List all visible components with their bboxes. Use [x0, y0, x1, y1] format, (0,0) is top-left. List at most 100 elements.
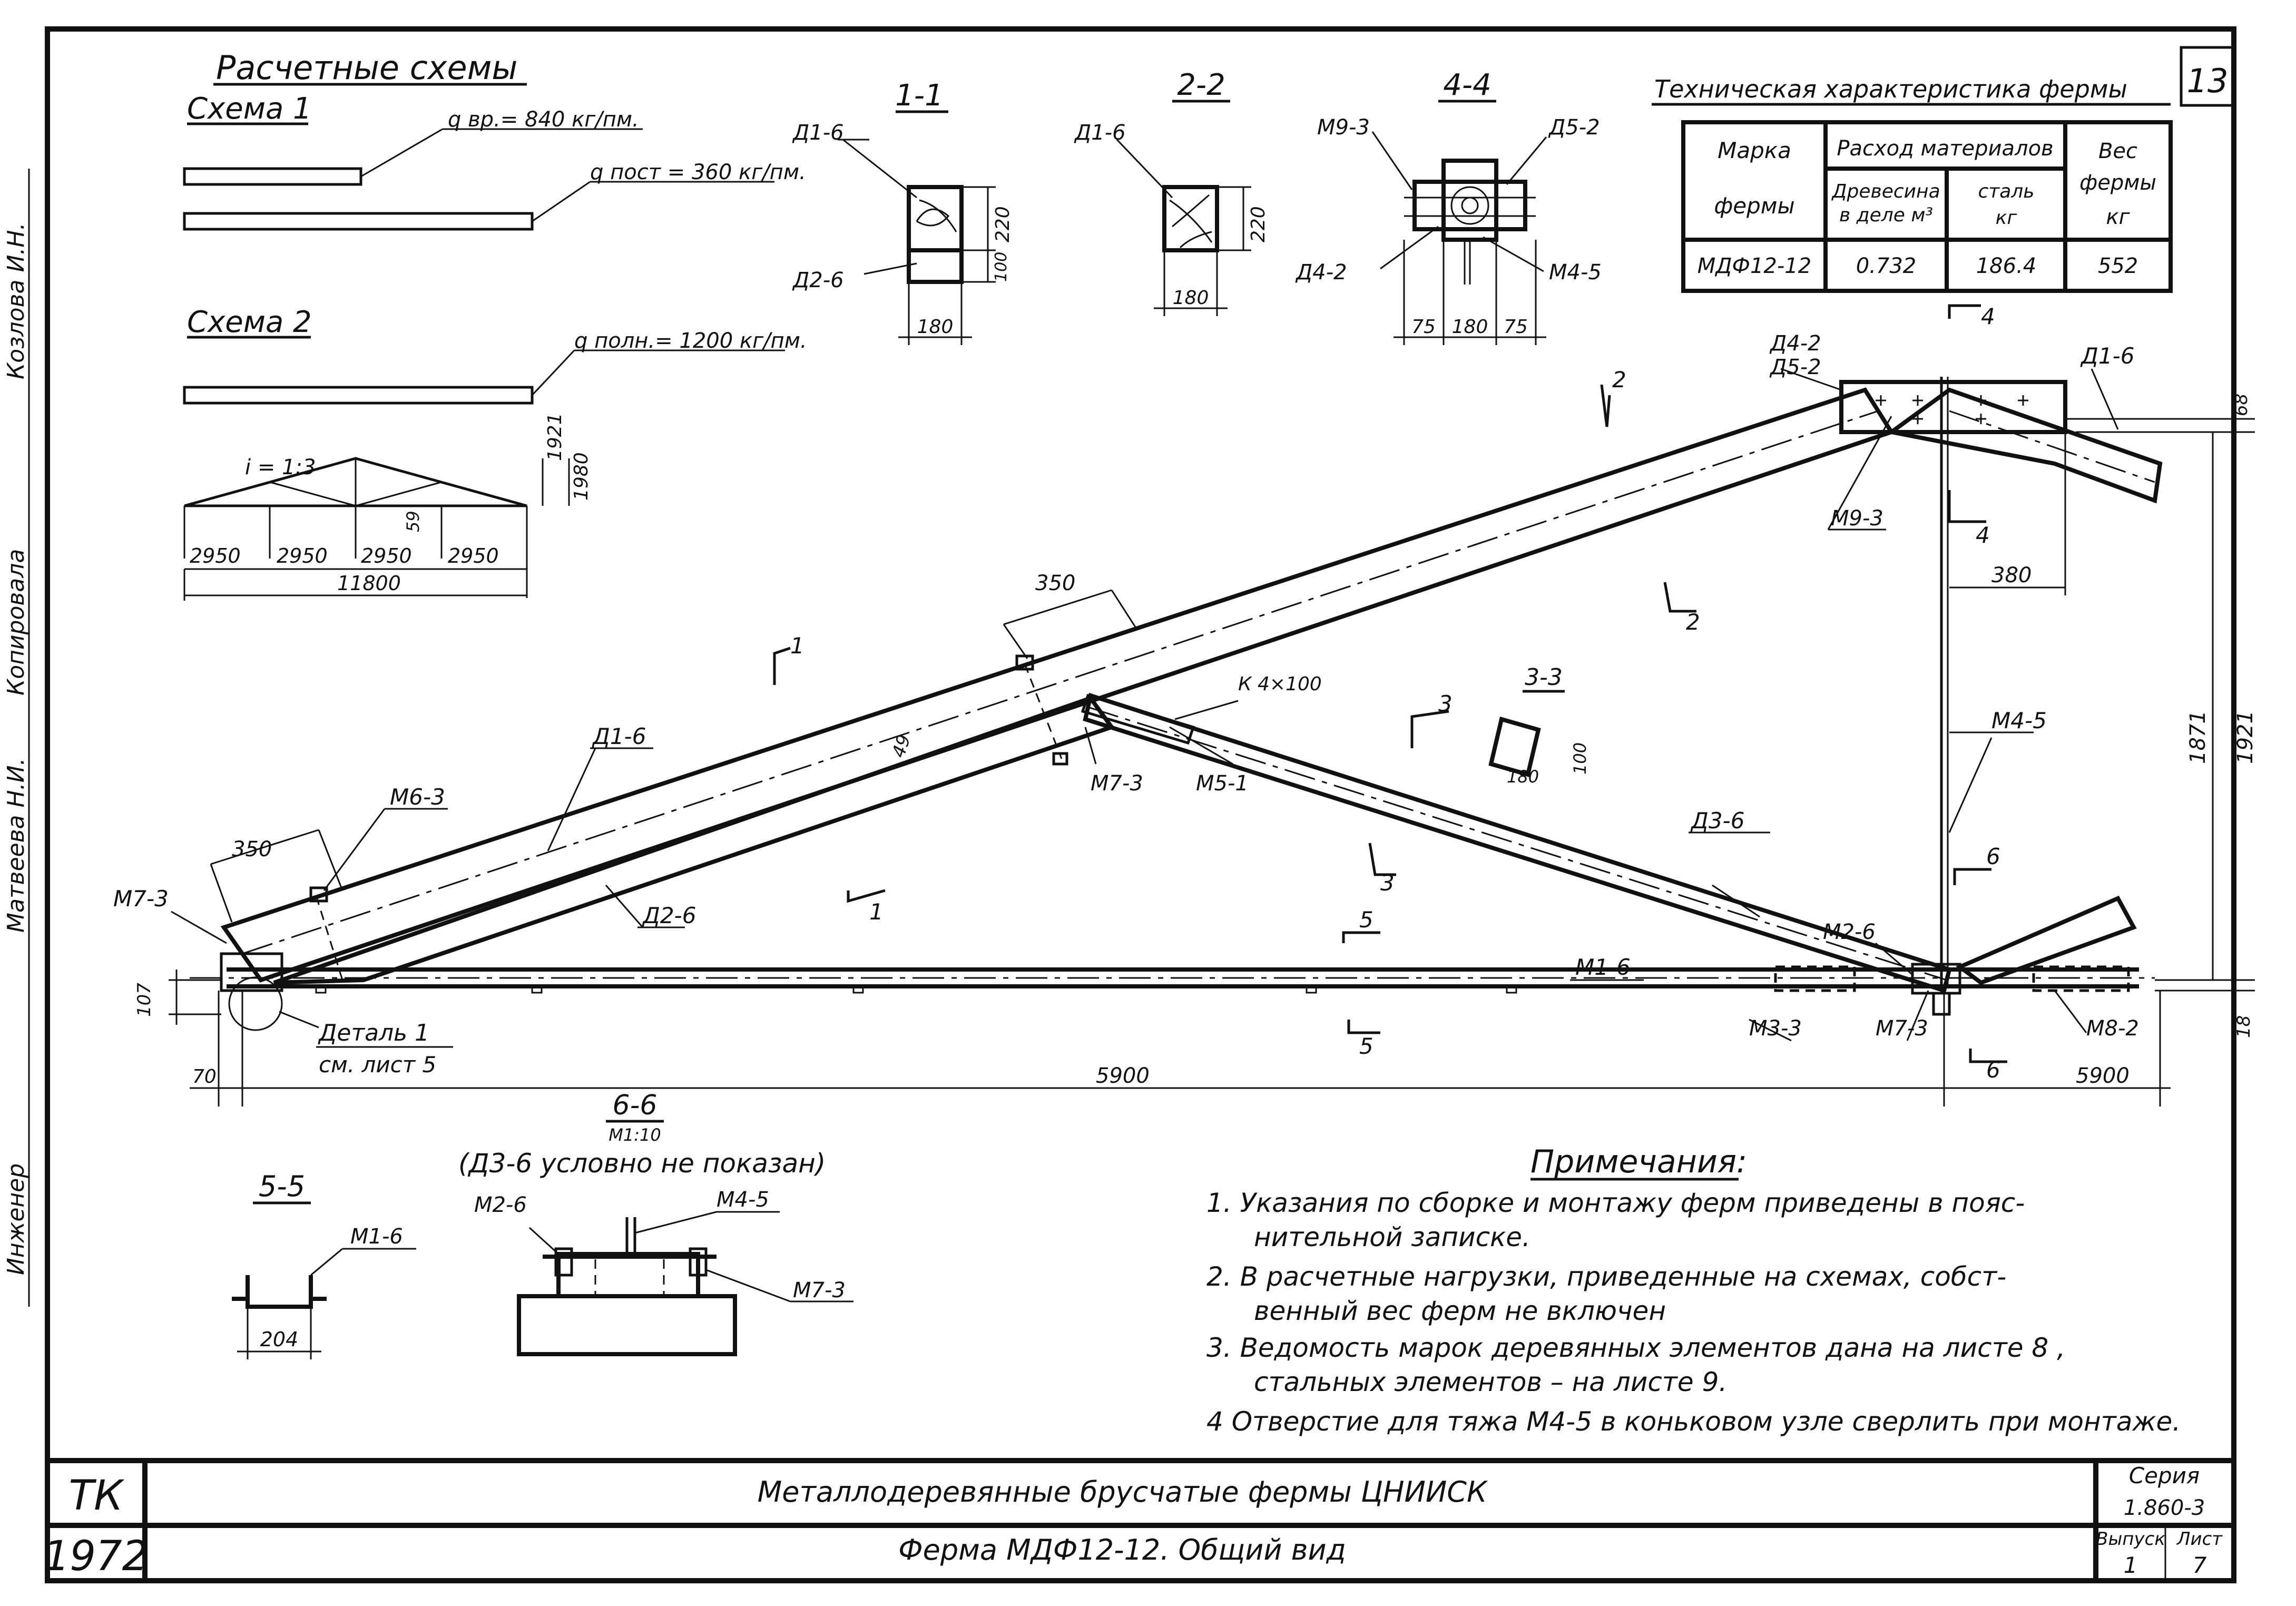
ridge-block [1839, 380, 2067, 434]
note-3a: 3. Ведомость марок деревянных элементов … [1206, 1333, 2065, 1363]
note-2b: венный вес ферм не включен [1254, 1296, 1666, 1326]
dim-1921: 1921 [2233, 710, 2258, 764]
detail-1-circle [228, 976, 283, 1031]
cut-3a: 3 [1438, 691, 1453, 717]
label-d3: Д3-6 [1690, 808, 1744, 834]
tech-row-mark: МДФ12-12 [1698, 254, 1811, 278]
s22-top-label: Д1-6 [1074, 121, 1126, 145]
tech-col-mark-2: фермы [1714, 193, 1794, 219]
detail-ref: см. лист 5 [319, 1052, 436, 1078]
notes-heading: Примечания: [1530, 1143, 1747, 1180]
note-4: 4 Отверстие для тяжа М4-5 в коньковом уз… [1206, 1406, 2181, 1437]
label-m5: М5-1 [1196, 771, 1249, 796]
label-d2: Д2-6 [642, 903, 696, 928]
scheme1-load-1: q вр.= 840 кг/пм. [448, 107, 639, 132]
title-block: ТК 1972 Металлодеревянные брусчатые ферм… [44, 1463, 2223, 1580]
margin-checker: Козлова И.Н. [3, 223, 30, 379]
tech-col-weight-3: кг [2106, 205, 2130, 229]
truss-elevation: 1 1 2 2 3 3 5 5 6 6 4 4 3-3 180 100 [113, 303, 2258, 1106]
label-m8: М8-2 [2086, 1016, 2139, 1041]
scheme1-load-bar-1 [183, 167, 362, 186]
stamp-org: ТК [68, 1472, 125, 1520]
dim-380: 380 [1991, 563, 2032, 587]
stamp-title: Металлодеревянные брусчатые фермы ЦНИИСК [758, 1475, 1488, 1509]
section-4-4-label: 4-4 [1443, 68, 1491, 102]
top-chord-lower [273, 696, 1115, 985]
label-m7-right: М7-3 [1876, 1016, 1928, 1041]
cut-2a: 2 [1612, 367, 1626, 393]
s44-rb-label: М4-5 [1549, 260, 1602, 285]
cut-3b: 3 [1380, 870, 1395, 896]
tech-row-weight: 552 [2098, 254, 2138, 278]
geom-d59: 59 [403, 511, 423, 532]
dim-5900a: 5900 [1096, 1064, 1150, 1088]
cut-6a: 6 [1986, 844, 2000, 869]
tech-col-mark-1: Марка [1718, 138, 1791, 163]
detail-label: Деталь 1 [318, 1020, 429, 1046]
diagonal-d3 [1083, 692, 1952, 994]
note-1b: нительной записке. [1254, 1222, 1530, 1252]
margin-author: Матвеева Н.И. [3, 758, 30, 933]
stamp-issue-label: Выпуск [2096, 1529, 2165, 1550]
scheme2-label: Схема 2 [187, 305, 312, 339]
tech-col-weight-1: Вес [2098, 139, 2137, 163]
section-1-1-label: 1-1 [895, 79, 943, 113]
section-5-5-label: 5-5 [259, 1170, 305, 1203]
label-m1: М1-6 [1575, 954, 1631, 980]
cut-4a: 4 [1981, 303, 1995, 329]
geometric-scheme: i = 1:3 1921 1980 59 2950 2950 2950 2950… [183, 413, 592, 601]
tech-col-wood-2: в деле м³ [1839, 204, 1933, 226]
label-d4: Д4-2 [1769, 331, 1821, 356]
s66-r: М4-5 [717, 1188, 769, 1212]
strut-plate [1081, 693, 1195, 745]
dim-1871: 1871 [2186, 710, 2210, 764]
dim-107: 107 [134, 983, 155, 1017]
label-m7-mid: М7-3 [1091, 771, 1143, 796]
section-5-5: 5-5 204 М1-6 [232, 1170, 416, 1359]
notes: Примечания: 1. Указания по сборке и монт… [1206, 1143, 2181, 1437]
top-chord [220, 387, 1895, 983]
margin-copied: Копировала [3, 549, 30, 696]
section-6-6-label: 6-6 [613, 1090, 658, 1121]
s11-bot-label: Д2-6 [792, 268, 844, 292]
stamp-sheet-label: Лист [2176, 1529, 2223, 1550]
s22-h220: 220 [1248, 206, 1269, 242]
cut-6b: 6 [1986, 1057, 2000, 1083]
s44-rt-label: Д5-2 [1548, 115, 1600, 140]
cut-1a: 1 [790, 633, 804, 659]
s33-w: 180 [1507, 767, 1539, 787]
geom-span-1: 2950 [190, 544, 241, 567]
schemes-heading: Расчетные схемы [216, 48, 517, 87]
stamp-subtitle: Ферма МДФ12-12. Общий вид [898, 1533, 1346, 1566]
label-d1-ridge: Д1-6 [2080, 343, 2134, 369]
note-1a: 1. Указания по сборке и монтажу ферм при… [1206, 1188, 2025, 1218]
label-d5: Д5-2 [1769, 355, 1821, 379]
dim-350b: 350 [1035, 571, 1075, 595]
tech-col-wood-1: Древесина [1831, 181, 1940, 202]
tech-col-weight-2: фермы [2079, 171, 2156, 195]
s11-top-label: Д1-6 [792, 121, 844, 145]
label-m6: М6-3 [390, 784, 445, 810]
label-m3: М3-3 [1749, 1016, 1802, 1041]
sheet-number: 13 [2187, 62, 2229, 100]
s11-h100: 100 [992, 252, 1010, 282]
margin-engineer: Инженер [3, 1163, 30, 1275]
s11-h220: 220 [992, 206, 1014, 242]
tech-row-steel: 186.4 [1976, 254, 2037, 278]
scheme1-load-2: q пост = 360 кг/пм. [590, 160, 806, 184]
right-lower-strut [1956, 895, 2137, 985]
design-schemes: Расчетные схемы Схема 1 q вр.= 840 кг/пм… [183, 48, 807, 601]
s66-l: М2-6 [474, 1193, 527, 1217]
dim-68: 68 [2231, 394, 2252, 416]
scheme1-load-bar-2 [183, 212, 534, 231]
s11-w180: 180 [917, 316, 954, 338]
geom-h1921: 1921 [544, 413, 566, 461]
note-2a: 2. В расчетные нагрузки, приведенные на … [1206, 1261, 2006, 1292]
cut-5b: 5 [1359, 1033, 1373, 1059]
s66-r2: М7-3 [793, 1278, 846, 1303]
section-3-3-label: 3-3 [1525, 664, 1563, 691]
cut-2b: 2 [1686, 609, 1700, 635]
geom-total: 11800 [337, 572, 401, 595]
tech-characteristics: Техническая характеристика фермы Марка ф… [1652, 75, 2173, 293]
